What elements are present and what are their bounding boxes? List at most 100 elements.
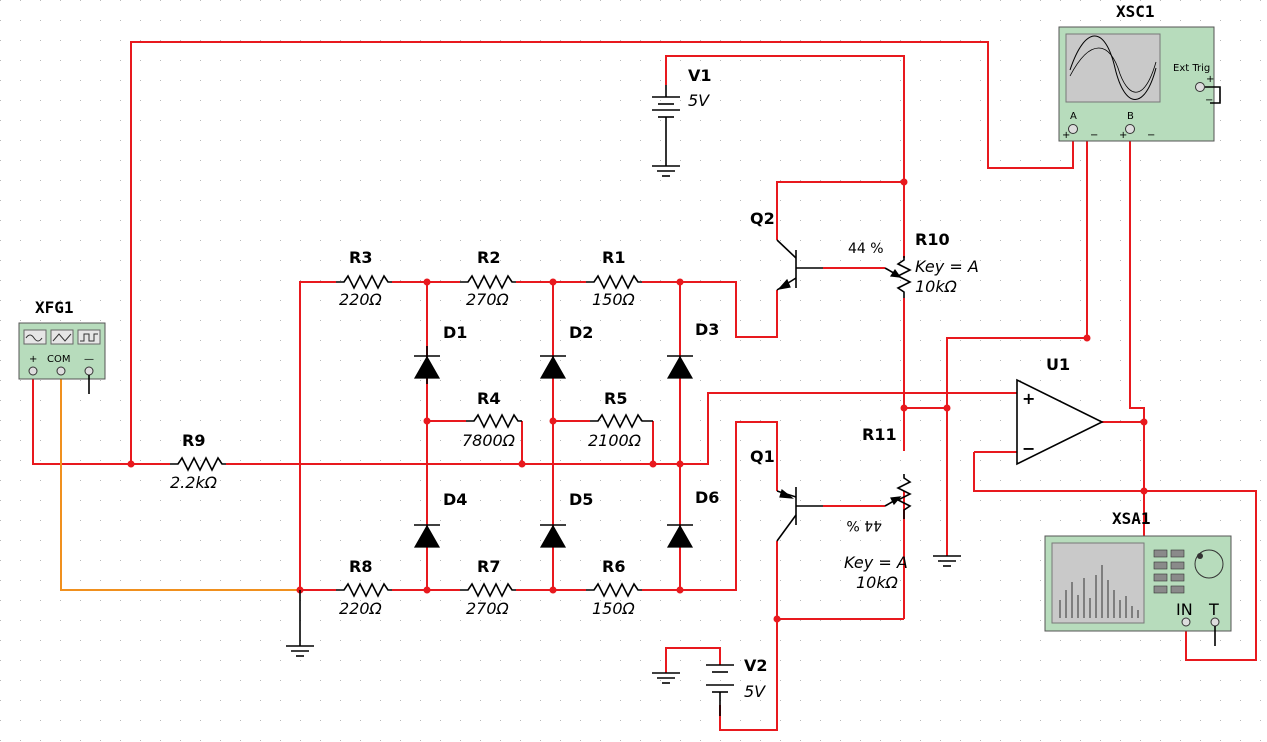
r4-value: 7800Ω [462, 431, 516, 450]
xfg1-label: XFG1 [35, 298, 74, 317]
diode-d4[interactable]: D4 [413, 490, 467, 548]
q2-label: Q2 [750, 209, 775, 228]
resistor-r3[interactable]: R3 220Ω [336, 248, 392, 309]
u1-plus: + [1022, 389, 1035, 408]
d2-label: D2 [569, 323, 593, 342]
function-generator-xfg1[interactable]: XFG1 + COM — [18, 298, 106, 394]
potentiometer-r11[interactable]: 44 % R11 Key = A 10kΩ [844, 425, 912, 592]
resistor-r6[interactable]: R6 150Ω [586, 557, 642, 618]
xsa1-label: XSA1 [1112, 509, 1151, 528]
diode-d1[interactable]: D1 [413, 323, 467, 384]
ground-icon [652, 672, 680, 684]
r11-key: Key = A [844, 553, 908, 572]
ext-trig-label: Ext Trig [1173, 63, 1210, 74]
potentiometer-r10[interactable]: 44 % R10 Key = A 10kΩ [848, 230, 979, 298]
ground-icon [933, 555, 961, 567]
r7-value: 270Ω [466, 599, 510, 618]
channel-a-minus: − [1090, 130, 1098, 141]
r8-value: 220Ω [339, 599, 383, 618]
r8-label: R8 [349, 557, 372, 576]
transistor-q1[interactable]: Q1 [750, 447, 823, 542]
diode-d2[interactable]: D2 [539, 323, 593, 379]
channel-a-terminal[interactable] [1068, 124, 1078, 134]
resistor-r8[interactable]: R8 220Ω [336, 557, 392, 618]
u1-label: U1 [1046, 355, 1070, 374]
ground-symbols [286, 165, 961, 716]
ground-icon [286, 590, 314, 657]
diode-d3[interactable]: D3 [666, 320, 719, 379]
spectrum-analyzer-xsa1[interactable]: XSA1 IN T [1044, 509, 1232, 646]
r10-percent: 44 % [848, 241, 884, 257]
ext-trig-minus: − [1205, 95, 1213, 106]
resistor-r4[interactable]: R4 7800Ω [462, 389, 522, 450]
xfg1-com-label: COM [47, 354, 70, 365]
r7-label: R7 [477, 557, 500, 576]
resistor-r2[interactable]: R2 270Ω [460, 248, 516, 309]
r11-label: R11 [862, 425, 897, 444]
triangle-wave-button[interactable] [50, 329, 74, 345]
r10-key: Key = A [915, 257, 979, 276]
channel-b-terminal[interactable] [1125, 124, 1135, 134]
resistor-r9[interactable]: R9 2.2kΩ [170, 431, 226, 492]
tuning-knob-icon[interactable] [1194, 549, 1224, 579]
r5-label: R5 [604, 389, 627, 408]
d1-label: D1 [443, 323, 467, 342]
resistor-r7[interactable]: R7 270Ω [460, 557, 516, 618]
sine-wave-button[interactable] [23, 329, 47, 345]
analyzer-keypad[interactable] [1153, 549, 1185, 594]
r10-value: 10kΩ [915, 277, 958, 296]
ext-trig-terminal[interactable] [1195, 82, 1205, 92]
resistor-r5[interactable]: R5 2100Ω [588, 389, 653, 450]
xfg1-plus-label: + [29, 354, 37, 365]
channel-a-label: A [1070, 111, 1077, 122]
diode-d6[interactable]: D6 [666, 488, 719, 548]
ext-trig-plus: + [1206, 74, 1214, 85]
r9-label: R9 [182, 431, 205, 450]
d6-label: D6 [695, 488, 719, 507]
oscilloscope-xsc1[interactable]: XSC1 Ext Trig + − A B + − + − [1058, 2, 1221, 142]
q1-label: Q1 [750, 447, 775, 466]
channel-b-plus: + [1119, 130, 1127, 141]
terminal-plus[interactable] [28, 366, 38, 376]
r11-percent: 44 % [846, 517, 882, 533]
opamp-u1[interactable]: + − U1 [1016, 355, 1104, 466]
battery-v2[interactable]: V2 5V [706, 656, 768, 705]
xsa1-in-label: IN [1176, 600, 1193, 619]
channel-b-label: B [1127, 111, 1134, 122]
xsa1-t-label: T [1208, 600, 1219, 619]
resistor-r1[interactable]: R1 150Ω [586, 248, 642, 309]
v1-value: 5V [688, 91, 710, 110]
terminal-com[interactable] [56, 366, 66, 376]
battery-v1[interactable]: V1 5V [652, 66, 712, 166]
channel-b-minus: − [1147, 130, 1155, 141]
spectrum-bars [1059, 565, 1139, 618]
d5-label: D5 [569, 490, 593, 509]
xfg1-minus-label: — [84, 354, 94, 365]
r3-label: R3 [349, 248, 372, 267]
channel-a-plus: + [1062, 130, 1070, 141]
in-terminal[interactable] [1181, 617, 1191, 627]
v2-value: 5V [744, 682, 766, 701]
r11-value: 10kΩ [856, 573, 899, 592]
diode-d5[interactable]: D5 [539, 490, 593, 548]
d4-label: D4 [443, 490, 467, 509]
r2-value: 270Ω [466, 290, 510, 309]
r2-label: R2 [477, 248, 500, 267]
terminal-minus[interactable] [84, 366, 94, 376]
spectrum-screen [1051, 542, 1145, 624]
square-wave-button[interactable] [77, 329, 101, 345]
xsc1-label: XSC1 [1116, 2, 1155, 21]
v2-label: V2 [744, 656, 768, 675]
r5-value: 2100Ω [588, 431, 642, 450]
u1-minus: − [1022, 439, 1035, 458]
r4-label: R4 [477, 389, 500, 408]
r1-label: R1 [602, 248, 625, 267]
r10-label: R10 [915, 230, 950, 249]
transistor-q2[interactable]: Q2 [750, 209, 823, 291]
junctions [127, 178, 1148, 623]
v1-label: V1 [688, 66, 712, 85]
sine-trace [1069, 35, 1157, 100]
t-terminal[interactable] [1210, 617, 1220, 627]
